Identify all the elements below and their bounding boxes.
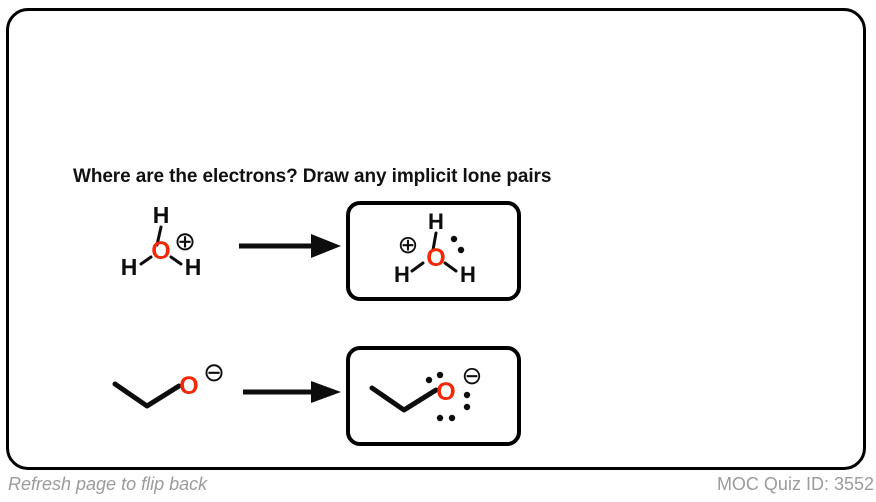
atom-label-h-top: H — [428, 209, 444, 234]
answer-box-hydronium: H O H H ⊕ — [346, 201, 521, 301]
reaction-arrow-icon — [237, 229, 347, 263]
lone-pair-upper-right — [450, 235, 465, 254]
formal-charge-plus: ⊕ — [398, 231, 419, 259]
atom-label-o: O — [436, 378, 455, 406]
footer-quiz-id: MOC Quiz ID: 3552 — [716, 474, 874, 494]
bond-o-h-top — [155, 225, 163, 247]
atom-label-o: O — [151, 237, 170, 265]
footer: Refresh page to flip back MOC Quiz ID: 3… — [0, 472, 876, 502]
atom-label-o: O — [426, 244, 445, 272]
atom-label-o: O — [179, 372, 198, 400]
reaction-row-hydronium: H O H H ⊕ H O — [9, 201, 876, 306]
reactant-ethoxide: O ⊖ — [107, 354, 252, 434]
bond-ethyl-chain — [369, 385, 439, 413]
lone-pair-upper-left — [425, 371, 444, 384]
reactant-hydronium: H O H H ⊕ — [109, 199, 244, 294]
footer-refresh-hint: Refresh page to flip back — [8, 474, 208, 494]
atom-label-h-left: H — [394, 262, 410, 287]
page-title: Where are the electrons? Draw any implic… — [73, 166, 552, 187]
quiz-card: Where are the electrons? Draw any implic… — [6, 8, 866, 470]
bond-o-h-top — [431, 231, 438, 252]
bond-o-h-left — [410, 261, 425, 273]
lone-pair-bottom — [436, 414, 456, 422]
reaction-arrow-icon — [241, 376, 347, 408]
formal-charge-minus: ⊖ — [203, 357, 225, 387]
bond-o-h-left — [139, 255, 153, 266]
reaction-row-ethoxide: O ⊖ O ⊖ — [9, 346, 876, 456]
bond-o-h-right — [443, 261, 458, 273]
formal-charge-minus: ⊖ — [462, 362, 483, 390]
lone-pair-right — [463, 391, 471, 411]
bond-o-h-right — [169, 255, 183, 266]
bond-ethyl-chain — [112, 381, 182, 409]
formal-charge-plus: ⊕ — [174, 226, 196, 256]
atom-label-h-right: H — [460, 262, 476, 287]
atom-label-h-top: H — [153, 202, 170, 228]
answer-box-ethoxide: O ⊖ — [346, 346, 521, 446]
atom-label-h-left: H — [121, 254, 138, 280]
atom-label-h-right: H — [185, 254, 202, 280]
